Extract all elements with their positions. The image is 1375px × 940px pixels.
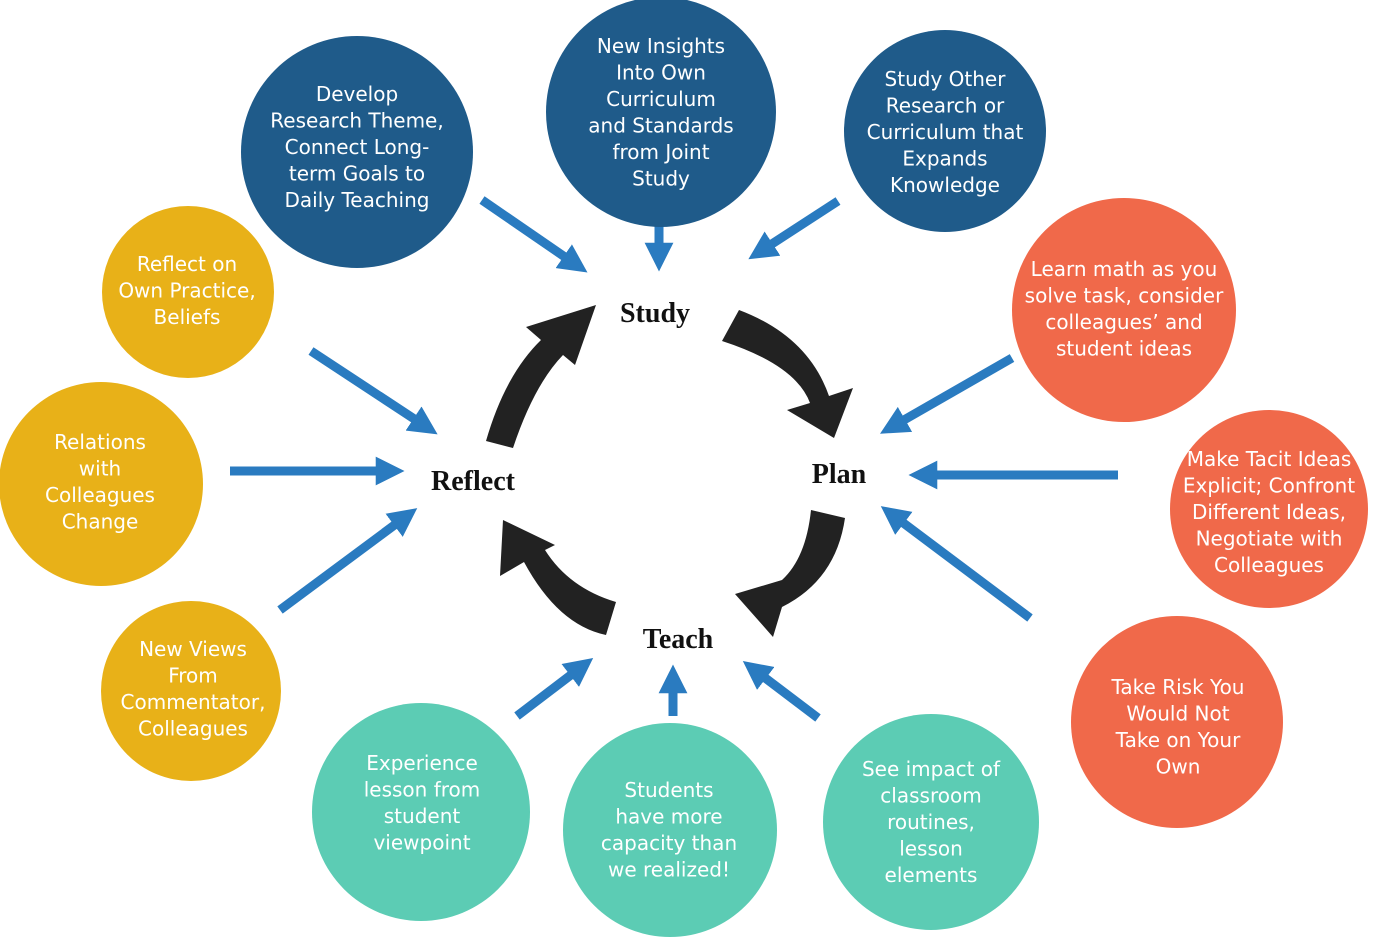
bubble-teach-1-text-line-4: viewpoint: [373, 831, 470, 855]
bubble-plan-1-text-line-3: colleagues’ and: [1045, 310, 1202, 334]
bubble-study-1-text-line-4: term Goals to: [289, 162, 425, 186]
bubble-reflect-2-text-line-3: Colleagues: [45, 483, 155, 507]
bubble-teach-2-text-line-1: Students: [624, 778, 713, 802]
arrow-teach-1: [514, 658, 594, 720]
bubble-plan-2-text-line-3: Different Ideas,: [1192, 500, 1346, 524]
bubble-plan-2-text-line-4: Negotiate with: [1196, 527, 1343, 551]
bubble-reflect-1-text-line-3: Beliefs: [154, 305, 221, 329]
bubble-teach-3-text-line-3: routines,: [887, 810, 975, 834]
bubble-study-3-text-line-2: Research or: [886, 94, 1005, 118]
bubble-reflect-2-text-line-2: with: [79, 457, 121, 481]
bubble-plan-3-text-line-4: Own: [1156, 755, 1201, 779]
arrow-reflect-3: [277, 508, 418, 614]
bubble-teach-1-text-line-2: lesson from: [364, 778, 481, 802]
bubble-reflect-1-text: Reflect on Own Practice,Beliefs: [118, 252, 255, 329]
bubble-plan-3-text-line-1: Take Risk You: [1111, 675, 1245, 699]
bubble-study-2-text-line-6: Study: [632, 167, 690, 191]
bubble-reflect-1: Reflect on Own Practice,Beliefs: [102, 206, 274, 378]
bubble-reflect-1-text-line-1: Reflect on: [137, 252, 237, 276]
bubble-plan-1-text-line-2: solve task, consider: [1025, 284, 1224, 308]
bubble-teach-3-text-line-2: classroom: [880, 784, 981, 808]
cycle-arrows: [486, 305, 853, 637]
bubble-teach-2-text-line-2: have more: [615, 805, 722, 829]
bubble-plan-1-text-line-4: student ideas: [1056, 337, 1192, 361]
cycle-arrow-study-to-plan: [722, 310, 853, 438]
stage-label-plan: Plan: [812, 459, 867, 490]
bubble-reflect-3-text-line-3: Commentator,: [121, 690, 266, 714]
cycle-arrow-teach-to-reflect: [500, 520, 616, 635]
bubble-reflect-2-text-line-1: Relations: [54, 430, 146, 454]
bubble-teach-1-text-line-1: Experience: [366, 751, 478, 775]
arrow-teach-3: [742, 661, 821, 722]
bubble-plan-2-text-line-2: Explicit; Confront: [1183, 474, 1355, 498]
bubble-reflect-3-text-line-1: New Views: [139, 637, 247, 661]
cycle-arrow-plan-to-teach: [735, 510, 845, 637]
bubble-study-3-text-line-3: Curriculum that: [867, 120, 1024, 144]
bubble-study-1-text-line-2: Research Theme,: [270, 109, 443, 133]
bubble-teach-2-text-line-3: capacity than: [601, 831, 737, 855]
bubble-teach-3-text-line-4: lesson: [899, 837, 963, 861]
bubble-study-3-text-line-4: Expands: [902, 147, 987, 171]
bubble-plan-3-text-line-2: Would Not: [1126, 702, 1229, 726]
stage-label-teach: Teach: [643, 624, 714, 655]
bubble-study-3-text-line-1: Study Other: [885, 67, 1007, 91]
bubble-teach-3-text-line-5: elements: [885, 863, 978, 887]
arrow-plan-1: [880, 354, 1015, 434]
bubble-teach-2-text-line-4: we realized!: [608, 858, 730, 882]
arrow-reflect-1: [308, 347, 438, 435]
bubble-study-2-text-line-2: Into Own: [616, 61, 706, 85]
bubble-reflect-1-text-line-2: Own Practice,: [118, 279, 255, 303]
bubble-reflect-2-text-line-4: Change: [62, 510, 139, 534]
bubble-study-1-text-line-1: Develop: [316, 82, 398, 106]
cycle-arrow-reflect-to-study: [486, 305, 596, 448]
bubble-plan-3-text-line-3: Take on Your: [1115, 728, 1241, 752]
bubble-study-2-text-line-4: and Standards: [588, 114, 733, 138]
bubble-study-2-text-line-1: New Insights: [597, 34, 725, 58]
stage-label-study: Study: [620, 298, 690, 329]
bubble-plan-2-text-line-5: Colleagues: [1214, 553, 1324, 577]
bubble-study-1-text-line-3: Connect Long-: [285, 135, 430, 159]
stage-label-reflect: Reflect: [431, 466, 516, 497]
bubble-plan-1-text-line-1: Learn math as you: [1031, 257, 1218, 281]
bubble-teach-1-text-line-3: student: [384, 804, 461, 828]
feeder-arrows: [230, 196, 1118, 722]
bubble-plan-2-text-line-1: Make Tacit Ideas: [1187, 447, 1352, 471]
arrow-study-1: [479, 196, 588, 273]
bubble-teach-3-text-line-1: See impact of: [862, 757, 1001, 781]
arrow-study-3: [748, 197, 841, 260]
arrow-plan-3: [880, 506, 1033, 622]
bubble-study-2-text-line-3: Curriculum: [606, 87, 716, 111]
stage-labels: Study Plan Teach Reflect: [431, 298, 867, 655]
bubble-study-1-text-line-5: Daily Teaching: [285, 188, 430, 212]
bubble-reflect-3-text-line-2: From: [168, 664, 218, 688]
bubble-study-3-text-line-5: Knowledge: [890, 173, 1000, 197]
bubble-reflect-3-text-line-4: Colleagues: [138, 717, 248, 741]
bubble-study-2-text-line-5: from Joint: [612, 140, 709, 164]
